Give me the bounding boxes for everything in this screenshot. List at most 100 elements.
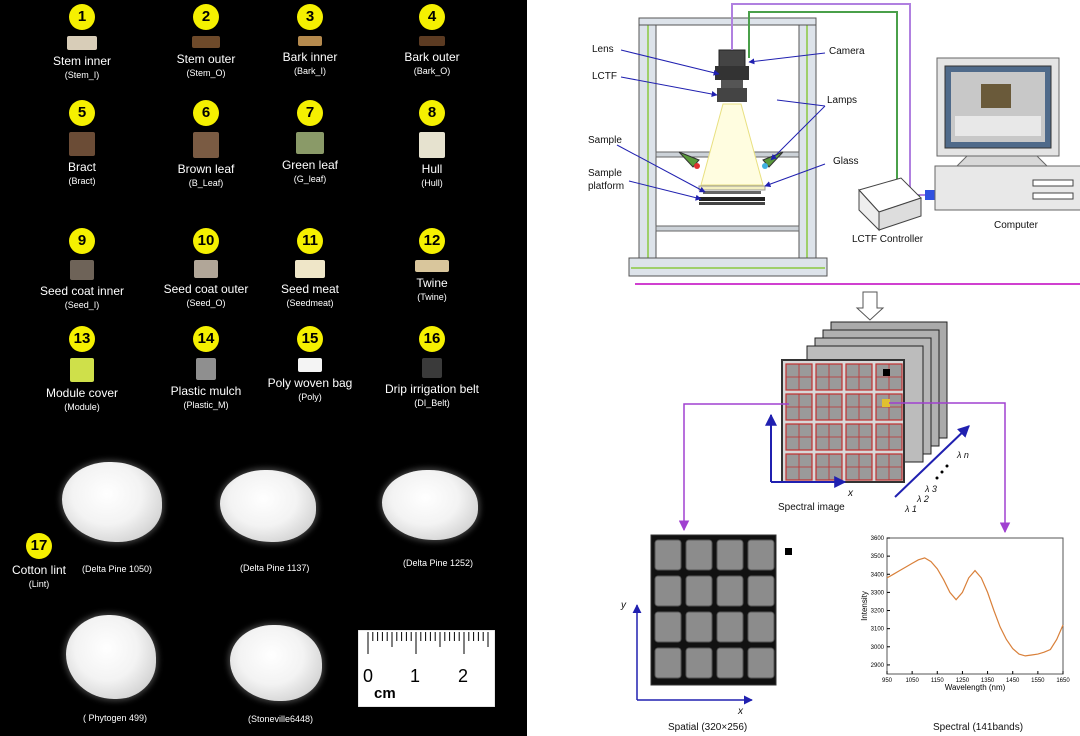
spatial-cell xyxy=(747,575,775,607)
spatial-cell xyxy=(654,611,682,643)
sample-swatch xyxy=(192,36,220,48)
cotton-sample-st6448 xyxy=(230,625,322,701)
sample-code: (Stem_I) xyxy=(64,70,100,80)
spatial-cell xyxy=(716,575,744,607)
label-sample-platform-1: Sample xyxy=(588,168,622,179)
sample-number-badge: 10 xyxy=(193,228,219,254)
spatial-cell xyxy=(747,539,775,571)
sample-name: Hull xyxy=(421,162,443,176)
cotton-sample-ph499 xyxy=(66,615,156,699)
sample-name: Bract xyxy=(67,160,96,174)
sample-name: Drip irrigation belt xyxy=(384,382,480,396)
chart-x-tick-label: 1350 xyxy=(981,678,995,684)
sample-swatch xyxy=(67,36,97,50)
sample-swatch xyxy=(295,260,325,278)
variety-label: (Stoneville6448) xyxy=(248,714,314,724)
down-arrow-icon xyxy=(855,291,885,321)
chart-x-tick-label: 1650 xyxy=(1056,678,1070,684)
cotton-sample-dp1050 xyxy=(62,462,162,542)
sample-name: Module cover xyxy=(45,386,119,400)
chart-y-tick-label: 3200 xyxy=(871,609,885,615)
sample-swatch xyxy=(196,358,216,380)
ruler-tick-label-1: 1 xyxy=(410,666,420,686)
sample-number-badge: 16 xyxy=(419,326,445,352)
label-sample-platform-2: platform xyxy=(588,181,625,192)
connector-arrows xyxy=(678,402,1011,534)
sample-name: Seed coat outer xyxy=(163,282,249,296)
cotton-sample-dp1252 xyxy=(382,470,478,540)
chart-x-tick-label: 950 xyxy=(882,678,893,684)
sample-code: (Module) xyxy=(64,402,100,412)
cube-x-axis: x xyxy=(848,488,853,499)
sample-swatch xyxy=(194,260,218,278)
spatial-cell xyxy=(716,539,744,571)
ruler-ticks xyxy=(367,632,489,654)
label-sample: Sample xyxy=(588,135,622,146)
spatial-axes xyxy=(632,604,753,705)
variety-label: (Delta Pine 1137) xyxy=(240,563,310,573)
ruler-body xyxy=(358,630,495,707)
band-label-1: λ 1 xyxy=(905,504,917,514)
ruler-tick-label-2: 2 xyxy=(458,666,468,686)
sample-number-badge: 14 xyxy=(193,326,219,352)
cotton-label-block: 17 Cotton lint (Lint) xyxy=(0,533,104,589)
ruler: 0 1 2 cm xyxy=(358,630,495,707)
sample-swatch xyxy=(419,36,445,46)
sample-code: (Twine) xyxy=(417,292,447,302)
sample-code: (Hull) xyxy=(421,178,443,188)
sample-number-badge: 3 xyxy=(297,4,323,30)
chart-x-tick-label: 1150 xyxy=(931,678,945,684)
sample-swatch xyxy=(70,358,94,382)
variety-label: (Delta Pine 1252) xyxy=(403,558,474,568)
glass xyxy=(698,185,766,191)
sample-name: Poly woven bag xyxy=(267,376,353,390)
sample-number-badge: 7 xyxy=(297,100,323,126)
band-label-2: λ 2 xyxy=(917,494,929,504)
band-label-n: λ n xyxy=(957,450,969,460)
chart-y-tick-label: 3500 xyxy=(871,554,885,560)
sample-code: (Bract) xyxy=(68,176,96,186)
chart-y-tick-label: 3100 xyxy=(871,627,885,633)
sample-code: (Poly) xyxy=(298,392,322,402)
chart-x-tick-label: 1450 xyxy=(1006,678,1020,684)
chart-y-label: Intensity xyxy=(860,591,869,621)
sample-name: Bark outer xyxy=(404,50,460,64)
spatial-cell xyxy=(685,611,713,643)
sample-number-badge: 13 xyxy=(69,326,95,352)
cotton-name: Cotton lint xyxy=(11,563,67,577)
spatial-cell xyxy=(685,647,713,679)
sample-code: (Seed_I) xyxy=(64,300,100,310)
chart-y-tick-label: 3400 xyxy=(871,572,885,578)
callout-arrows xyxy=(616,49,826,201)
label-lamps: Lamps xyxy=(827,95,858,106)
chart-series-line xyxy=(886,557,1064,657)
label-lens: Lens xyxy=(592,44,614,55)
cotton-code: (Lint) xyxy=(28,579,50,589)
sample-swatch xyxy=(419,132,445,158)
sample-name: Seed coat inner xyxy=(39,284,125,298)
sample-name: Stem outer xyxy=(176,52,236,66)
spatial-cell xyxy=(747,611,775,643)
sample-number-badge: 11 xyxy=(297,228,323,254)
sample-name: Brown leaf xyxy=(177,162,235,176)
chart-x-label: Wavelength (nm) xyxy=(945,683,1006,692)
chart-x-tick-label: 1050 xyxy=(905,678,919,684)
sample-number-badge: 2 xyxy=(193,4,219,30)
variety-label: ( Phytogen 499) xyxy=(83,713,148,723)
sample-code: (Seed_O) xyxy=(186,298,226,308)
sample-code: (G_leaf) xyxy=(293,174,327,184)
